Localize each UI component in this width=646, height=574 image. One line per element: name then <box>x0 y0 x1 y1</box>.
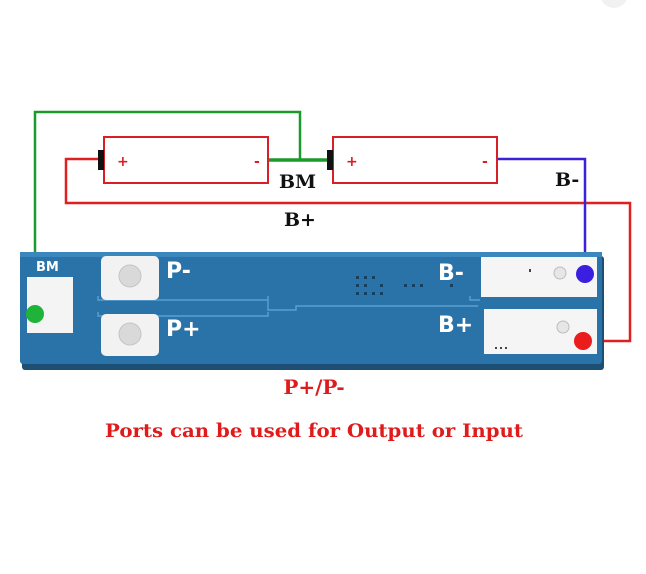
board-trace-top <box>97 296 269 301</box>
b-minus-hole <box>553 266 567 280</box>
b-plus-pad-mark <box>495 347 507 349</box>
b-plus-connection-dot <box>574 332 592 350</box>
board-vias <box>356 276 453 295</box>
bms-board: BM P- P+ B- B+ <box>20 252 604 370</box>
b-minus-pad-mark <box>529 269 531 272</box>
battery-right-body <box>332 136 498 184</box>
board-b-minus-label: B- <box>438 261 464 286</box>
board-highlight <box>20 252 602 257</box>
battery-left: + - <box>98 136 269 184</box>
battery-right-terminal <box>327 150 333 170</box>
battery-left-minus: - <box>254 154 260 170</box>
battery-left-plus: + <box>117 154 129 170</box>
bm-label: BM <box>279 171 316 193</box>
ports-label: P+/P- <box>283 375 344 399</box>
caption: Ports can be used for Output or Input <box>105 420 523 442</box>
battery-right-plus: + <box>346 154 358 170</box>
p-plus-hole <box>118 322 142 346</box>
board-trace-mid <box>267 300 478 311</box>
board-trace-bottom <box>97 312 269 317</box>
b-plus-wire <box>64 157 632 343</box>
board-b-plus-label: B+ <box>438 313 473 338</box>
b-plus-label: B+ <box>284 209 316 231</box>
bm-pad <box>27 277 73 333</box>
corner-shape <box>601 0 627 8</box>
board-p-minus-label: P- <box>166 259 191 284</box>
board-p-plus-label: P+ <box>166 317 201 342</box>
b-minus-wire <box>498 157 587 274</box>
board-trace-right <box>469 296 480 301</box>
battery-right-minus: - <box>482 154 488 170</box>
battery-left-terminal <box>98 150 104 170</box>
bm-connection-dot <box>26 305 44 323</box>
b-minus-connection-dot <box>576 265 594 283</box>
p-minus-hole <box>118 264 142 288</box>
b-minus-label: B- <box>555 169 579 191</box>
battery-right: + - <box>327 136 498 184</box>
battery-left-body <box>103 136 269 184</box>
board-body <box>20 252 602 364</box>
b-plus-hole <box>556 320 570 334</box>
board-bm-label: BM <box>36 260 59 275</box>
